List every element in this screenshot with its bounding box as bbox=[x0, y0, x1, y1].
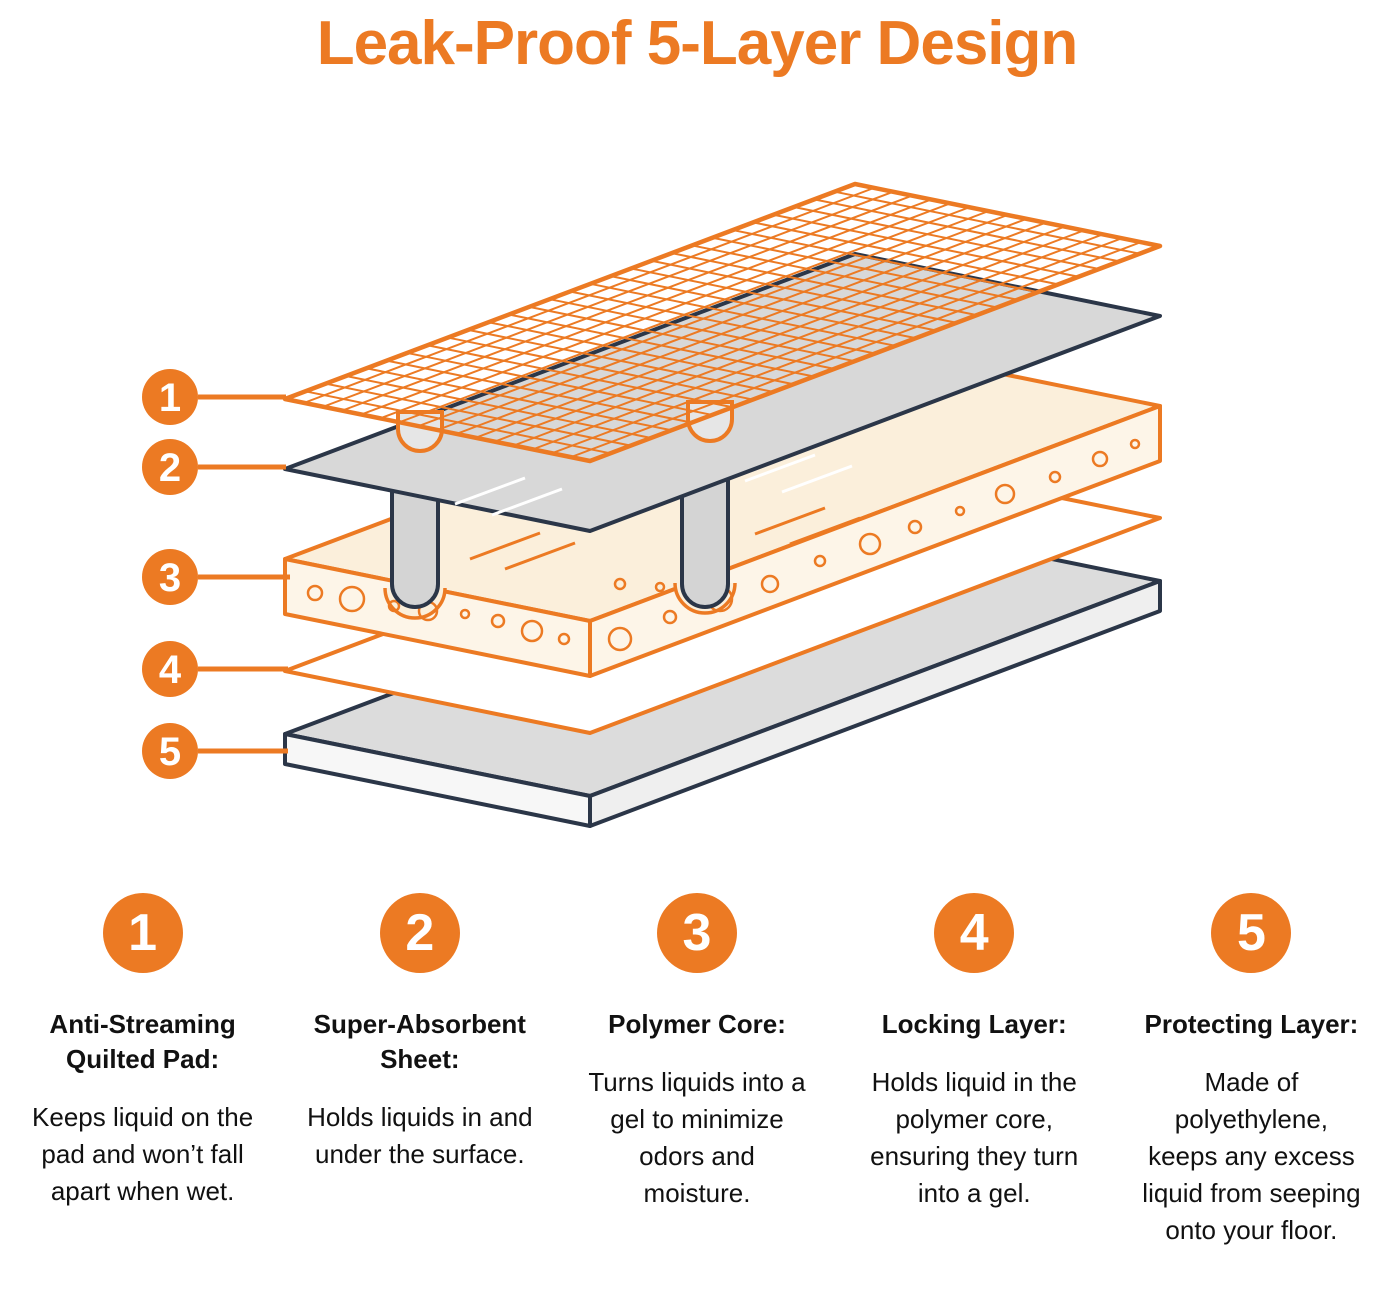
legend-heading-3: Polymer Core: bbox=[608, 1009, 786, 1039]
legend-body-1: Keeps liquid on the pad and won’t fall a… bbox=[32, 1102, 254, 1206]
layer-diagram: 1 2 3 4 5 bbox=[142, 181, 1163, 828]
legend-body-2: Holds liquids in and under the surface. bbox=[307, 1102, 533, 1170]
core-shine-marks bbox=[469, 506, 861, 571]
legend-number-badge-1: 1 bbox=[102, 893, 183, 973]
legend-heading-2: Super-Absorbent Sheet: bbox=[313, 1009, 526, 1075]
core-bubbles bbox=[306, 438, 1141, 652]
svg-text:4: 4 bbox=[159, 648, 182, 692]
legend-item-5: 5 Protecting Layer: Made of polyethylene… bbox=[1113, 893, 1390, 1249]
legend-item-2: 2 Super-Absorbent Sheet: Holds liquids i… bbox=[281, 893, 558, 1249]
layer-1-quilted-mesh bbox=[282, 181, 1163, 464]
callout-4: 4 bbox=[142, 641, 288, 697]
legend-body-5: Made of polyethylene, keeps any excess l… bbox=[1142, 1067, 1361, 1245]
legend-heading-5: Protecting Layer: bbox=[1144, 1009, 1359, 1039]
layer-3-polymer-core bbox=[283, 342, 1162, 678]
legend-number-badge-3: 3 bbox=[657, 893, 737, 973]
svg-text:5: 5 bbox=[159, 730, 181, 774]
legend-item-3: 3 Polymer Core: Turns liquids into a gel… bbox=[558, 893, 835, 1249]
legend-number-badge-4: 4 bbox=[934, 893, 1015, 973]
legend-body-4: Holds liquid in the polymer core, ensuri… bbox=[870, 1067, 1079, 1208]
sheet-shine-marks bbox=[454, 453, 853, 517]
legend-item-1: 1 Anti-Streaming Quilted Pad: Keeps liqu… bbox=[4, 893, 281, 1249]
legend-heading-1: Anti-Streaming Quilted Pad: bbox=[49, 1009, 236, 1075]
legend-body-3: Turns liquids into a gel to minimize odo… bbox=[588, 1067, 806, 1208]
callout-2: 2 bbox=[142, 439, 286, 495]
legend: 1 Anti-Streaming Quilted Pad: Keeps liqu… bbox=[0, 893, 1394, 1249]
callout-1: 1 bbox=[142, 369, 286, 425]
legend-number-badge-2: 2 bbox=[379, 893, 460, 973]
legend-heading-4: Locking Layer: bbox=[881, 1009, 1067, 1039]
svg-text:3: 3 bbox=[159, 556, 181, 600]
callout-3: 3 bbox=[142, 549, 290, 605]
legend-number-badge-5: 5 bbox=[1211, 893, 1292, 973]
legend-item-4: 4 Locking Layer: Holds liquid in the pol… bbox=[836, 893, 1113, 1249]
callout-5: 5 bbox=[142, 723, 288, 779]
svg-text:2: 2 bbox=[159, 446, 181, 490]
diagram-callouts: 1 2 3 4 5 bbox=[142, 369, 290, 779]
page-title: Leak-Proof 5-Layer Design bbox=[316, 9, 1079, 78]
svg-text:1: 1 bbox=[159, 376, 181, 420]
